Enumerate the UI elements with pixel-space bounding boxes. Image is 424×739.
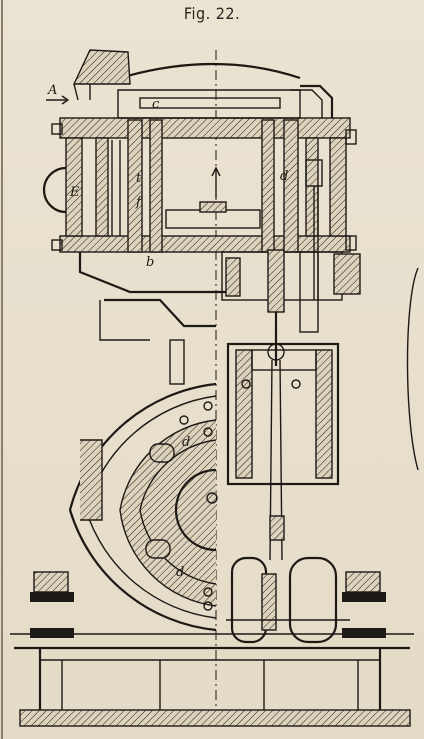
- label-d-wheel-upper: d: [182, 435, 190, 450]
- figure-title: Fig. 22.: [183, 4, 241, 23]
- label-b: b: [146, 255, 154, 270]
- arrow-A: [46, 95, 70, 105]
- crank-webs: [226, 556, 350, 644]
- label-d-wheel-lower: d: [176, 565, 184, 580]
- base-frame: [10, 571, 414, 727]
- label-A: A: [47, 83, 57, 98]
- label-d-top: d: [280, 169, 288, 184]
- upper-cylinder-assembly: [42, 49, 357, 300]
- crosshead-assembly: [99, 249, 361, 561]
- label-c: c: [152, 97, 160, 112]
- label-E: E: [69, 185, 80, 200]
- label-f: f: [135, 195, 143, 210]
- flywheel-half: [68, 382, 218, 632]
- label-t: t: [136, 171, 142, 186]
- adjacent-figure-edge: [406, 267, 419, 471]
- part-labels: A c d E t f b d d: [46, 83, 288, 580]
